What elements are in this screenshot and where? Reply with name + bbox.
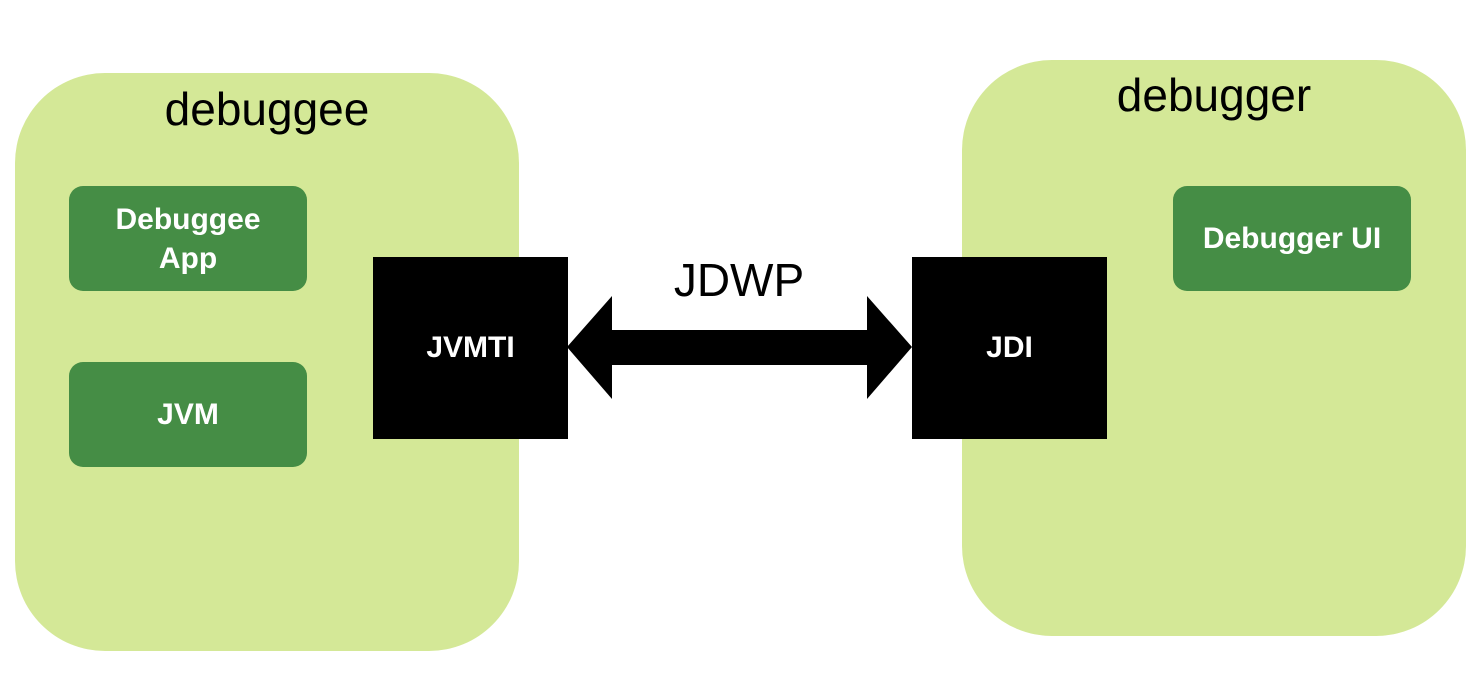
debugger-title: debugger (1116, 69, 1312, 121)
debuggee-title: debuggee (164, 83, 370, 135)
debugger-ui-box: Debugger UI (1173, 186, 1411, 291)
jdwp-double-arrow (567, 296, 912, 399)
jvmti-box: JVMTI (373, 257, 568, 439)
jdwp-arrow-shape (567, 296, 912, 399)
jvm-box: JVM (69, 362, 307, 467)
jdwp-label: JDWP (673, 254, 805, 306)
jvm-label: JVM (157, 398, 219, 431)
debuggee-app-label: Debuggee App (115, 202, 261, 275)
jdi-box: JDI (912, 257, 1107, 439)
jdi-label: JDI (986, 331, 1033, 364)
debugger-ui-label: Debugger UI (1202, 222, 1382, 255)
jvmti-label: JVMTI (426, 331, 515, 364)
debuggee-app-box: Debuggee App (69, 186, 307, 291)
